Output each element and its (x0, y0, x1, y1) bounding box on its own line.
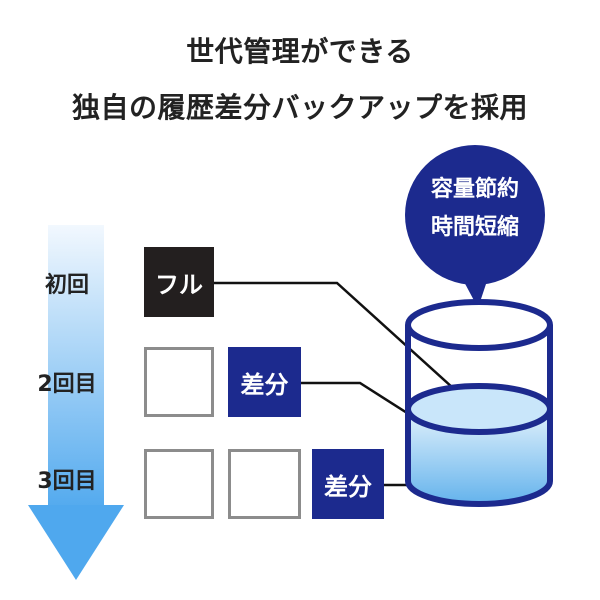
diff-label-round-3: 差分 (324, 472, 372, 501)
diff-label-round-2: 差分 (240, 370, 289, 399)
timeline-arrow (28, 225, 124, 580)
storage-cylinder (405, 299, 553, 507)
round-label-1: 初回 (44, 273, 89, 298)
headline-line-1: 世代管理ができる (186, 35, 414, 68)
diff-block-round-2: 差分 (228, 347, 301, 417)
savings-bubble (405, 145, 545, 308)
bubble-text: 容量節約 時間短縮 (400, 171, 550, 247)
connector-full (213, 281, 454, 389)
bubble-line-2: 時間短縮 (430, 215, 519, 240)
diff-block-round-3: 差分 (312, 449, 384, 519)
empty-block-r3-c1 (144, 449, 214, 519)
round-label-3: 3回目 (37, 469, 97, 494)
bubble-line-1: 容量節約 (430, 177, 519, 202)
round-label-2: 2回目 (37, 372, 97, 397)
empty-block-r2-c1 (144, 347, 214, 417)
full-backup-block: フル (144, 247, 214, 317)
headline-line-2: 独自の履歴差分バックアップを採用 (71, 91, 528, 124)
full-backup-label: フル (155, 270, 203, 299)
empty-block-r3-c2 (228, 449, 301, 519)
